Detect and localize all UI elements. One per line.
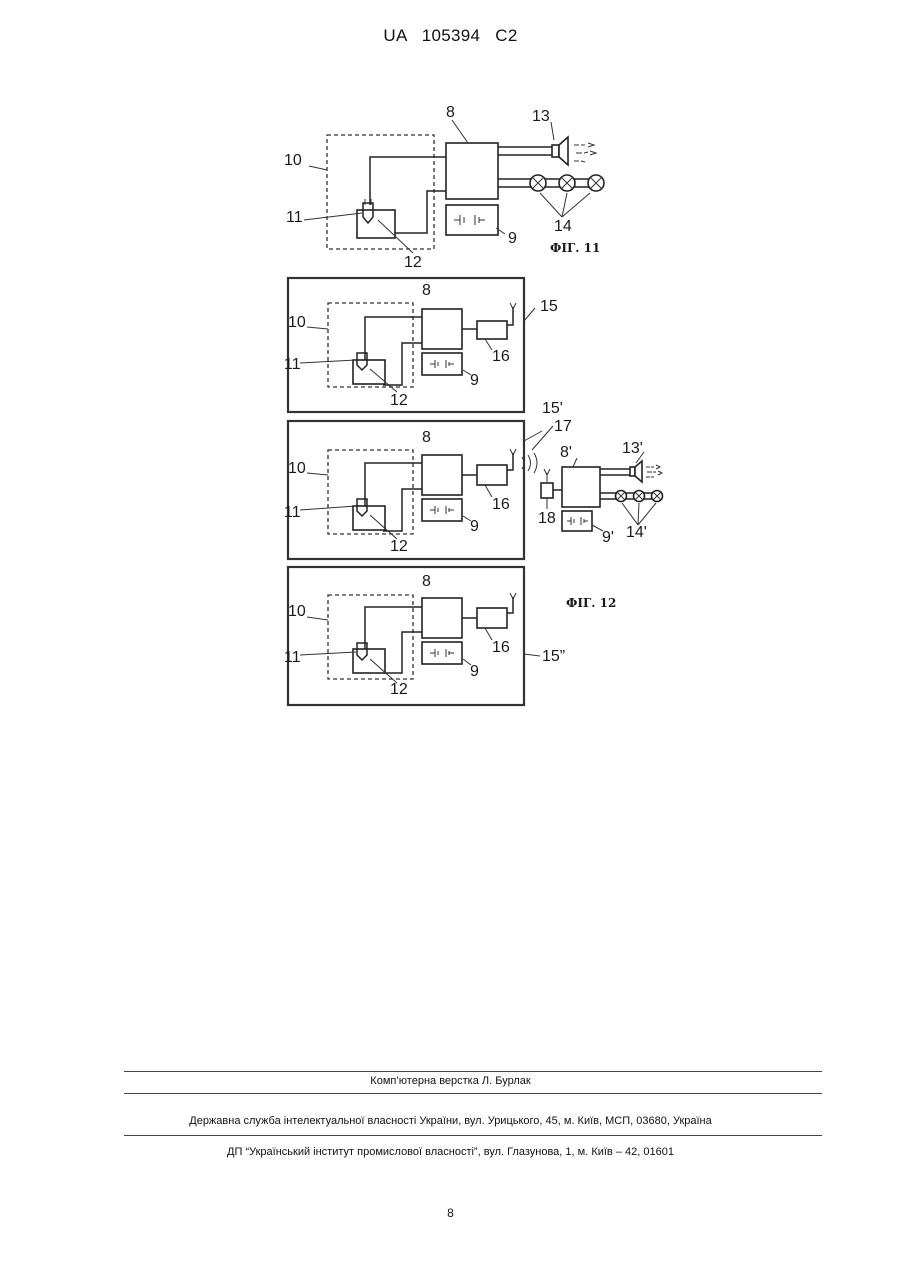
figure-12-panel-a: 8 15 10 11 16 9 12 [284,278,558,412]
figure-12-caption: ФІГ. 12 [566,596,616,610]
label-10: 10 [288,603,306,620]
label-11: 11 [284,356,301,373]
label-12: 12 [390,681,408,698]
figure-11-caption: ФІГ. 11 [550,241,600,255]
footer-agency: Державна служба інтелектуальної власност… [0,1115,901,1127]
footer-divider [124,1093,822,1094]
label-12: 12 [390,392,408,409]
label-12: 12 [404,254,422,271]
patent-drawing: 8 13 10 11 14 9 12 ФІГ. 11 8 15 10 11 16… [270,95,690,720]
label-15-double-prime: 15” [542,648,565,665]
speaker-13-prime [630,461,662,482]
sensor-element-12 [353,506,385,530]
label-8: 8 [422,282,431,299]
label-16: 16 [492,496,510,513]
control-unit-8 [422,598,462,638]
label-17: 17 [554,418,572,435]
label-10: 10 [288,314,306,331]
control-unit-8-prime [562,467,600,507]
battery-9 [422,499,462,521]
label-11: 11 [284,649,301,666]
transmitter-16 [477,608,507,628]
label-8-prime: 8' [560,444,572,461]
sensor-element-12 [353,360,385,384]
label-12: 12 [390,538,408,555]
footer-divider [124,1135,822,1136]
label-9: 9 [508,230,517,247]
lamps-14 [530,175,604,191]
label-18: 18 [538,510,556,527]
battery-9 [422,353,462,375]
label-14: 14 [554,218,572,235]
label-9: 9 [470,518,479,535]
footer-institute: ДП “Український інститут промислової вла… [0,1146,901,1158]
page-number: 8 [0,1206,901,1220]
control-unit-8 [422,309,462,349]
receiver-18 [541,483,553,498]
figure-12-panel-c: 8 ФІГ. 12 10 11 16 15” 9 12 [284,567,616,705]
label-15-prime: 15' [542,400,563,417]
label-11: 11 [286,209,303,226]
footer-divider [124,1071,822,1072]
label-10: 10 [284,152,302,169]
label-13: 13 [532,108,550,125]
control-unit-8 [446,143,498,199]
footer-typesetter: Комп’ютерна верстка Л. Бурлак [0,1075,901,1087]
lamps-14-prime [616,491,663,502]
label-9: 9 [470,663,479,680]
battery-9 [446,205,498,235]
label-16: 16 [492,639,510,656]
label-8: 8 [446,104,455,121]
label-14-prime: 14' [626,524,647,541]
label-9: 9 [470,372,479,389]
figure-12-panel-b: 8 15' 17 8' 13' 10 11 16 18 14' 9 9' 12 [284,400,663,559]
battery-9 [422,642,462,664]
label-9-prime: 9' [602,529,614,546]
label-11: 11 [284,504,301,521]
label-13-prime: 13' [622,440,643,457]
figure-11: 8 13 10 11 14 9 12 ФІГ. 11 [284,104,604,271]
transmitter-16 [477,321,507,339]
transmitter-16 [477,465,507,485]
label-15: 15 [540,298,558,315]
sensor-element-12 [353,649,385,673]
label-8: 8 [422,573,431,590]
document-number-header: UA 105394 C2 [0,26,901,46]
label-10: 10 [288,460,306,477]
speaker-13 [552,137,596,165]
label-16: 16 [492,348,510,365]
label-8: 8 [422,429,431,446]
control-unit-8 [422,455,462,495]
